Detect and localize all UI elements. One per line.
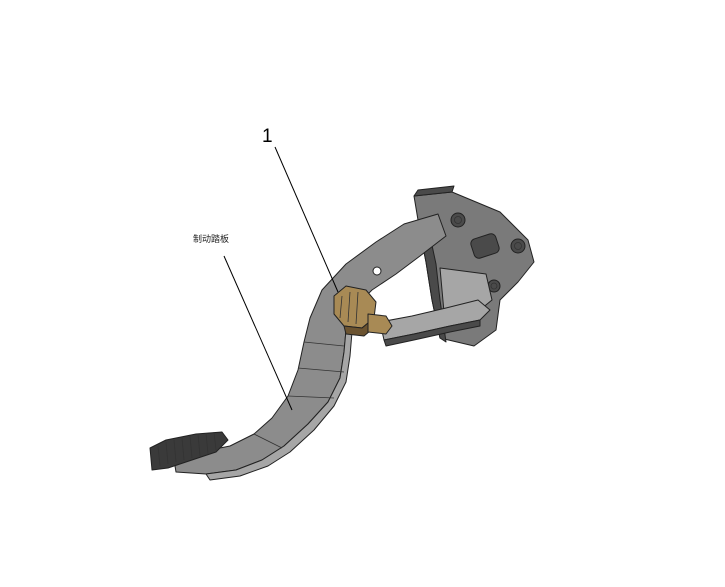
- push-rod: [379, 299, 491, 347]
- pedal-foot-pad: [149, 431, 229, 471]
- switch-plunger: [367, 313, 393, 335]
- push-rod-underside: [383, 319, 481, 347]
- pedal-arm-edge: [205, 329, 353, 481]
- callout-part-1: 1: [262, 126, 339, 293]
- bracket-bolt-upper: [450, 212, 466, 228]
- foot-pad-ribs: [157, 431, 217, 467]
- arm-crease-3: [253, 433, 283, 449]
- arm-hole: [372, 266, 382, 276]
- leader-line-pedal: [223, 255, 293, 411]
- bracket-bolt-upper-ring: [454, 216, 462, 224]
- switch-thread-1: [339, 295, 343, 319]
- leader-line-part-1: [274, 146, 339, 293]
- arm-crease-2: [287, 395, 335, 399]
- bracket-bolt-right: [510, 238, 526, 254]
- bracket-bolt-right-ring: [514, 242, 522, 250]
- callout-pedal-name: 制动踏板: [193, 233, 293, 411]
- bracket-top-flange: [413, 185, 455, 197]
- switch-thread-3: [355, 291, 359, 325]
- switch-thread-2: [347, 291, 351, 323]
- brake-switch: [333, 285, 393, 337]
- arm-crease-1: [297, 367, 345, 373]
- bracket-slot: [470, 233, 500, 259]
- pedal-name-label: 制动踏板: [193, 233, 229, 245]
- pedal-arm: [173, 213, 447, 481]
- bracket-bolt-lower-ring: [490, 282, 498, 290]
- foot-pad-body: [149, 431, 229, 471]
- part-number-label: 1: [262, 126, 273, 147]
- arm-crease-4: [303, 341, 345, 347]
